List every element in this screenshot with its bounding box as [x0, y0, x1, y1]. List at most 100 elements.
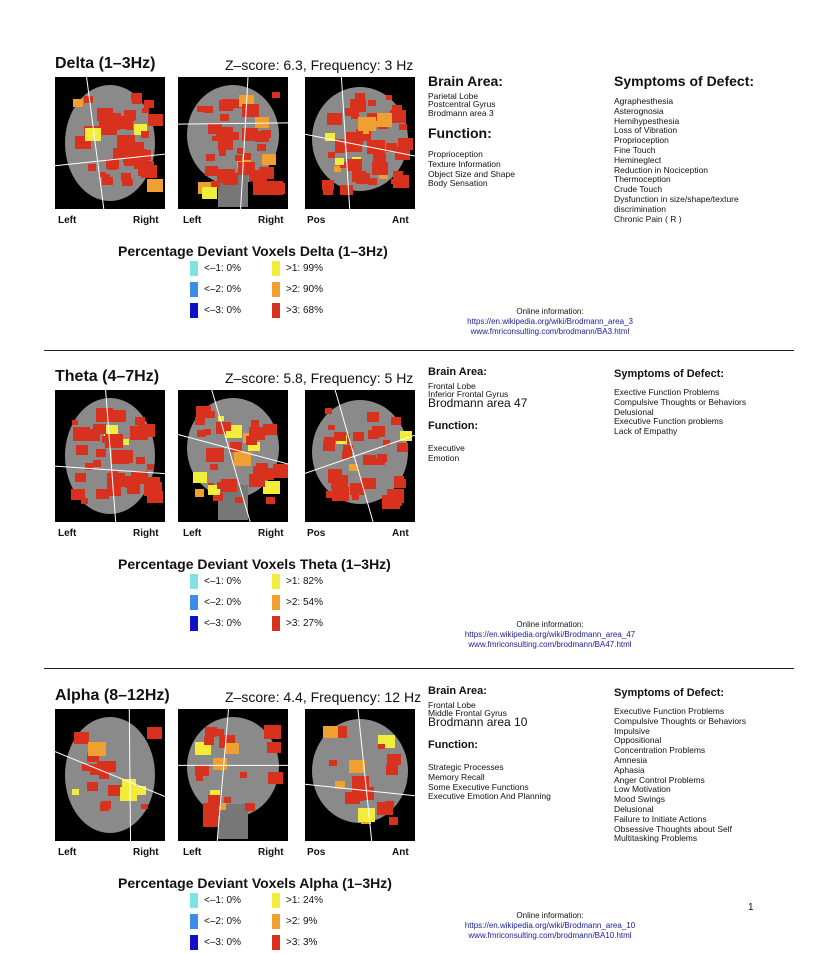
symptoms-item: Lack of Empathy: [614, 426, 678, 437]
legend-value: <–3: 0%: [204, 305, 241, 316]
brain-coronal-image: [178, 709, 288, 841]
function-item: Executive: [428, 443, 465, 453]
symptoms-item: Reduction in Nociception: [614, 164, 709, 175]
online-info: Online information: https://en.wikipedia…: [440, 911, 660, 941]
legend-swatch: [272, 303, 280, 318]
function-item: Texture Information: [428, 158, 501, 169]
legend-swatch: [272, 616, 280, 631]
orientation-label-left: Left: [183, 847, 202, 858]
legend-item-pos1: >1: 82%: [272, 574, 323, 589]
legend-title: Percentage Deviant Voxels Theta (1–3Hz): [118, 556, 391, 572]
legend-value: <–3: 0%: [204, 937, 241, 948]
symptoms-item: Oppositional: [614, 735, 662, 746]
symptoms-item: Obsessive Thoughts about Self: [614, 823, 732, 834]
legend-item-pos1: >1: 24%: [272, 893, 323, 908]
legend-positive: >1: 82% >2: 54% >3: 27%: [272, 574, 323, 631]
function-item: Strategic Processes: [428, 762, 504, 772]
online-info: Online information: https://en.wikipedia…: [440, 620, 660, 650]
wikipedia-link[interactable]: https://en.wikipedia.org/wiki/Brodmann_a…: [467, 317, 633, 326]
fmri-consulting-link[interactable]: www.fmriconsulting.com/brodmann/BA3.html: [470, 327, 630, 336]
symptoms-item: Executive Function problems: [614, 416, 724, 427]
symptoms-item: discrimination: [614, 203, 666, 214]
brain-axial-image: [55, 390, 165, 522]
symptoms-item: Exective Function Problems: [614, 387, 720, 397]
function-item: Some Executive Functions: [428, 781, 529, 792]
legend-value: <–1: 0%: [204, 263, 241, 274]
legend-value: >3: 3%: [286, 937, 318, 948]
brain_area-item: Frontal Lobe: [428, 700, 476, 710]
legend-swatch: [272, 574, 280, 589]
symptoms-item: Compulsive Thoughts or Behaviors: [614, 715, 747, 726]
page-number: 1: [748, 902, 754, 913]
online-info-label: Online information:: [516, 620, 584, 629]
symptoms-item: Crude Touch: [614, 184, 663, 195]
orientation-label-left: Left: [183, 528, 202, 539]
zscore-frequency: Z–score: 5.8, Frequency: 5 Hz: [225, 370, 414, 386]
band-title: Alpha (8–12Hz): [55, 687, 170, 704]
legend-item-neg1: <–1: 0%: [190, 893, 241, 908]
orientation-label-right: Right: [133, 528, 159, 539]
symptoms-item: Delusional: [614, 803, 654, 814]
symptoms-item: Amnesia: [614, 754, 648, 765]
brain-area-heading: Brain Area:: [428, 366, 487, 378]
brain-area-heading: Brain Area:: [428, 685, 487, 697]
symptoms-item: Thermoception: [614, 174, 671, 185]
legend-negative: <–1: 0% <–2: 0% <–3: 0%: [190, 261, 241, 318]
legend-value: >1: 99%: [286, 263, 323, 274]
legend-item-neg3: <–3: 0%: [190, 303, 241, 318]
brain_area-item: Parietal Lobe: [428, 91, 479, 101]
legend-item-neg2: <–2: 0%: [190, 282, 241, 297]
online-info: Online information: https://en.wikipedia…: [440, 307, 660, 337]
brain-coronal-image: [178, 77, 288, 209]
orientation-label-right: Right: [133, 847, 159, 858]
legend-item-pos2: >2: 54%: [272, 595, 323, 610]
legend-negative: <–1: 0%<–2: 0%<–3: 0%: [190, 574, 241, 631]
section-divider: [44, 350, 794, 351]
band-section-2: Alpha (8–12Hz) Z–score: 4.4, Frequency: …: [0, 685, 828, 954]
legend-value: <–2: 0%: [204, 916, 241, 927]
symptoms-item: Agraphesthesia: [614, 96, 674, 106]
symptoms-item: Mood Swings: [614, 794, 666, 805]
symptoms-item: Asterognosia: [614, 105, 664, 116]
legend-value: >2: 9%: [286, 916, 318, 927]
legend-item-pos2: >2: 90%: [272, 282, 323, 297]
function-item: Body Sensation: [428, 178, 488, 189]
legend-swatch: [190, 282, 198, 297]
symptoms-item: Compulsive Thoughts or Behaviors: [614, 396, 747, 407]
function-heading: Function:: [428, 420, 479, 432]
legend-item-neg3: <–3: 0%: [190, 616, 241, 631]
legend-value: <–1: 0%: [204, 576, 241, 587]
function-item: Emotion: [428, 452, 460, 463]
legend-item-pos3: >3: 27%: [272, 616, 323, 631]
symptoms-item: Low Motivation: [614, 784, 671, 795]
band-section-0: Delta (1–3Hz) Z–score: 6.3, Frequency: 3…: [0, 55, 828, 365]
symptoms-item: Dysfunction in size/shape/texture: [614, 193, 739, 204]
legend-swatch: [190, 935, 198, 950]
fmri-consulting-link[interactable]: www.fmriconsulting.com/brodmann/BA47.htm…: [468, 640, 632, 649]
legend-title: Percentage Deviant Voxels Alpha (1–3Hz): [118, 875, 392, 891]
brain_area-item: Brodmann area 47: [428, 396, 528, 410]
function-item: Object Size and Shape: [428, 168, 515, 179]
brain-sagittal-image: [305, 390, 415, 522]
function-heading: Function:: [428, 125, 492, 141]
wikipedia-link[interactable]: https://en.wikipedia.org/wiki/Brodmann_a…: [464, 630, 636, 639]
brain_area-item: Inferior Frontal Gyrus: [428, 389, 509, 399]
orientation-label-left: Left: [58, 847, 77, 858]
orientation-label-ant: Ant: [392, 215, 409, 226]
symptoms-item: Fine Touch: [614, 144, 656, 155]
legend-value: >2: 54%: [286, 597, 323, 608]
function-item: Proprioception: [428, 149, 483, 159]
symptoms-item: Hemihypesthesia: [614, 115, 680, 126]
legend-swatch: [190, 574, 198, 589]
legend-swatch: [190, 893, 198, 908]
orientation-label-right: Right: [133, 215, 159, 226]
wikipedia-link[interactable]: https://en.wikipedia.org/wiki/Brodmann_a…: [464, 921, 636, 930]
brain-axial-image: [55, 709, 165, 841]
legend-value: >1: 24%: [286, 895, 323, 906]
fmri-consulting-link[interactable]: www.fmriconsulting.com/brodmann/BA10.htm…: [468, 931, 632, 940]
